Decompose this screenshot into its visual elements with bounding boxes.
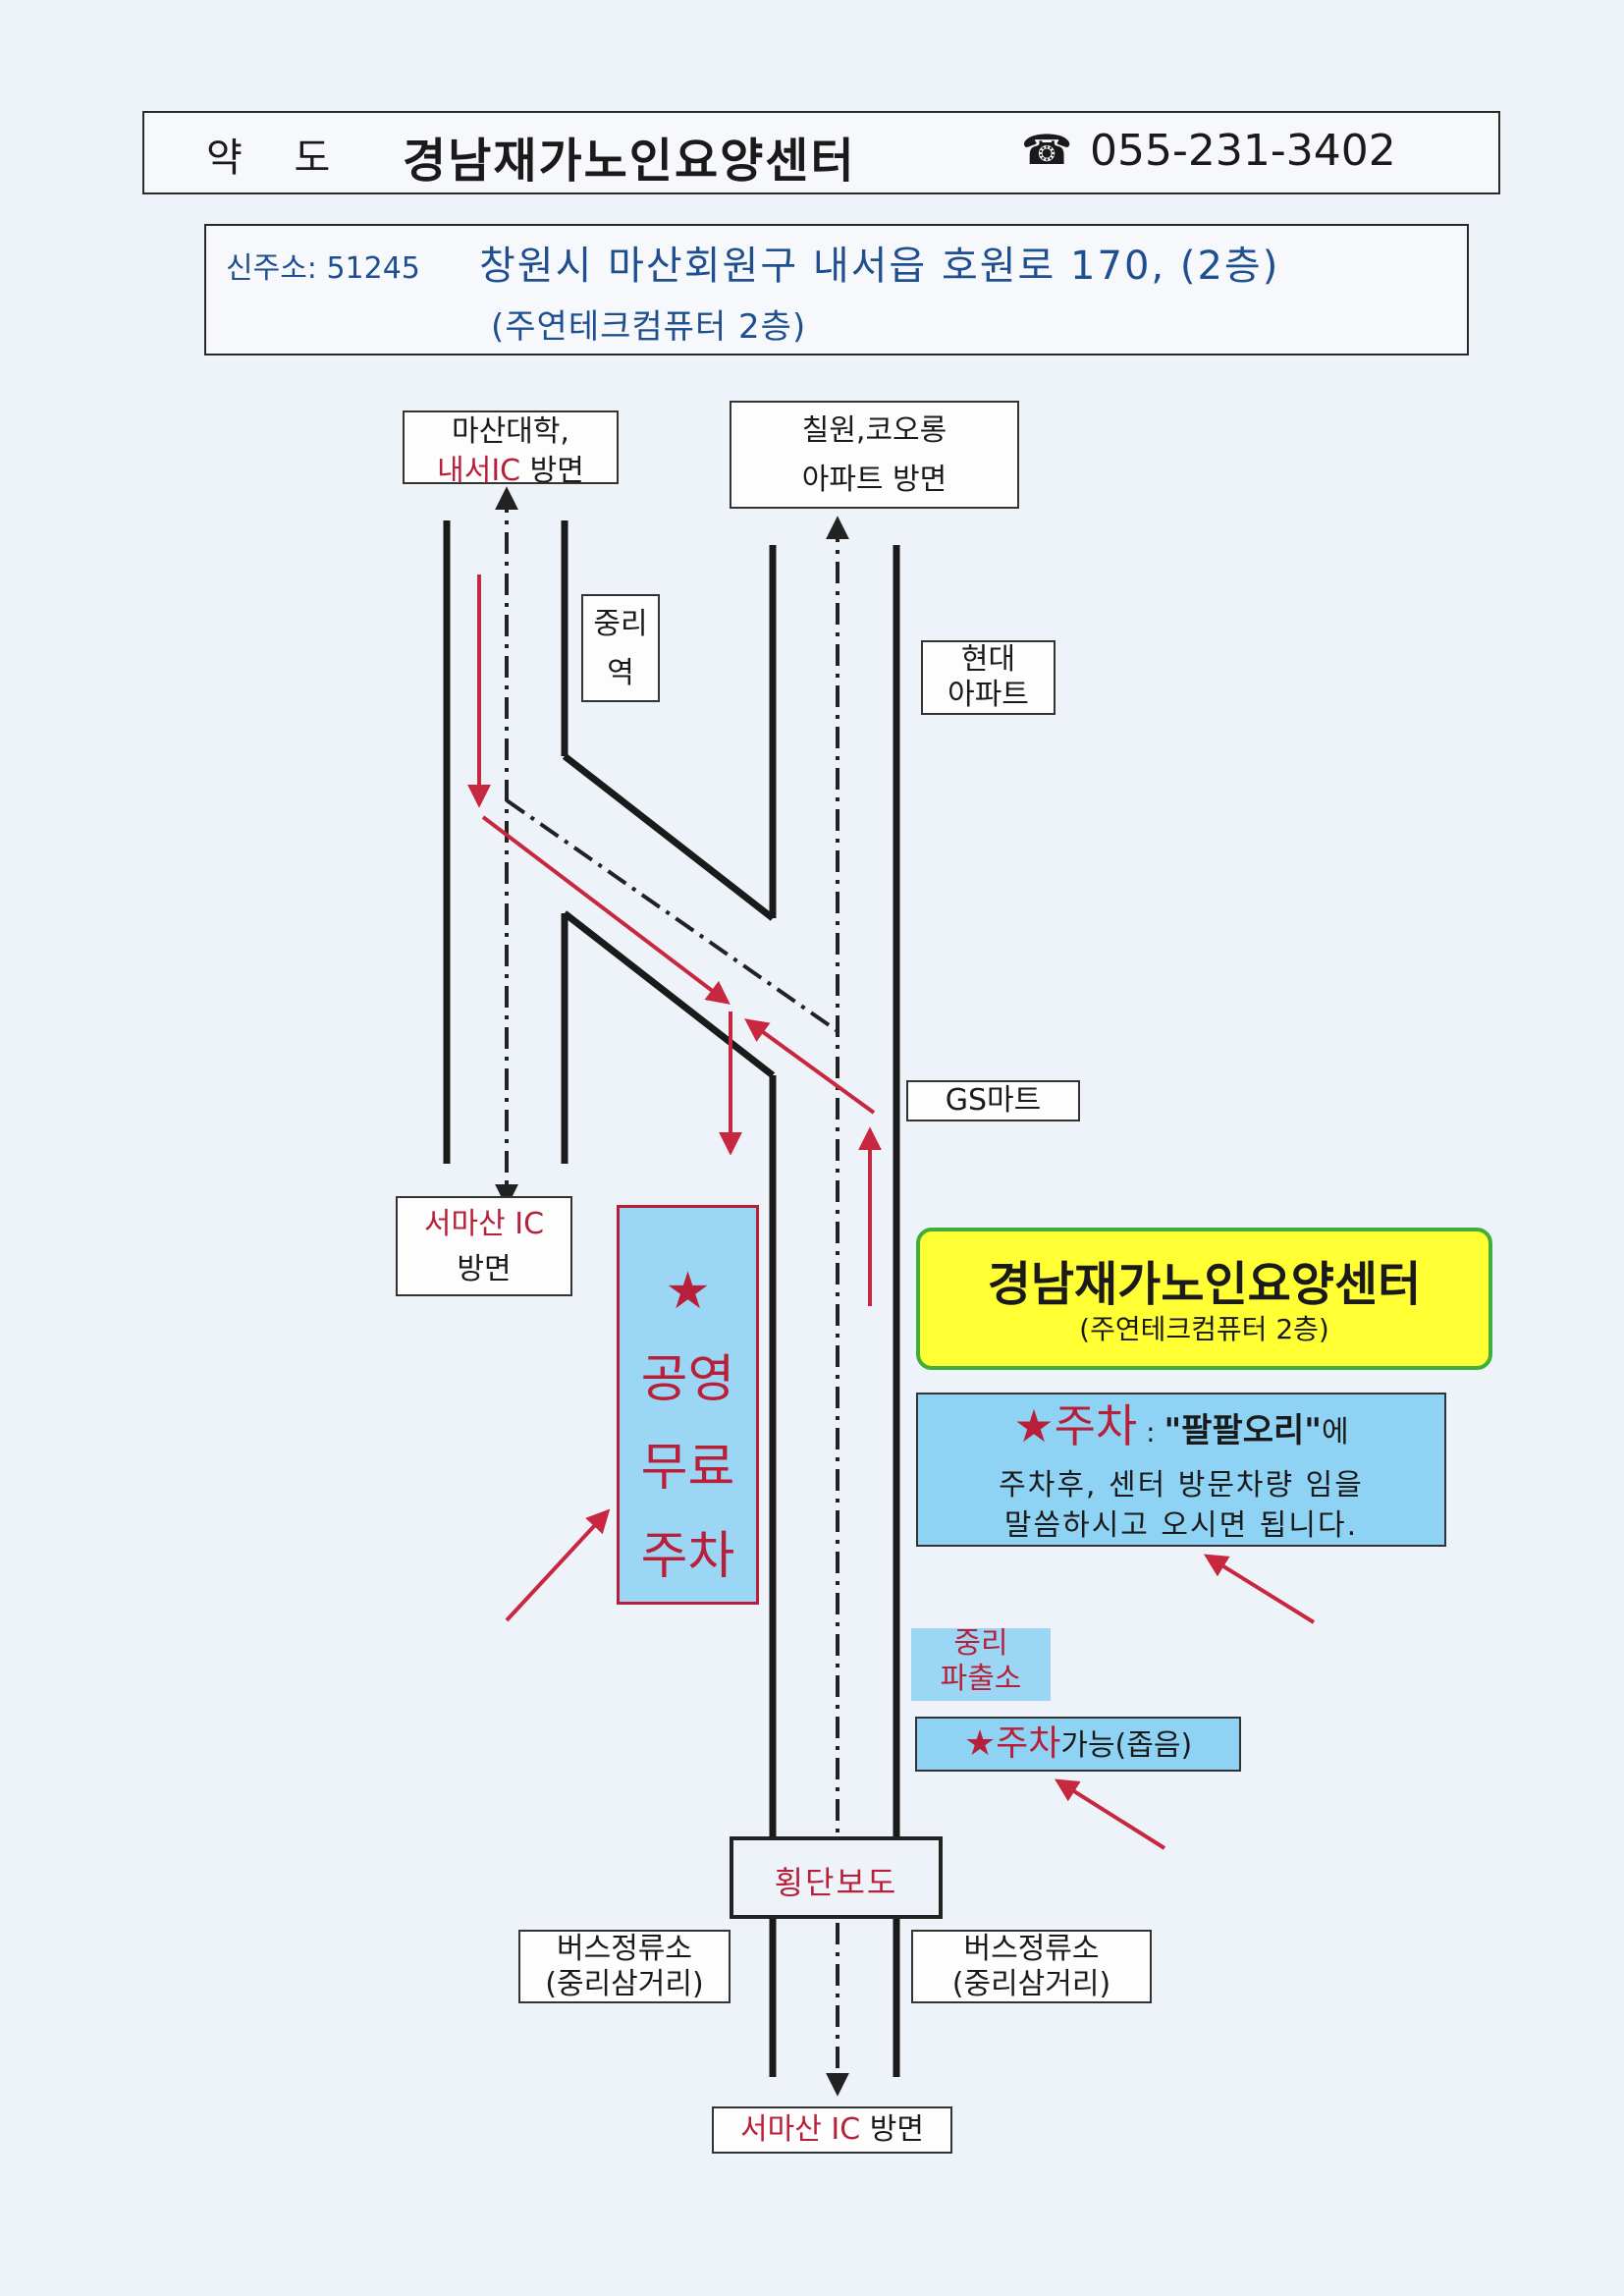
label-seomasan-line2: 방면: [457, 1252, 512, 1286]
route-arrow-diagonal-up: [744, 1018, 876, 1115]
address-label: 신주소: 51245: [226, 251, 420, 286]
label-seomasan-ic-bottom: 서마산 IC 방면: [712, 2106, 952, 2154]
label-station-line1: 중리: [593, 607, 648, 641]
parking-info-box: [916, 1393, 1446, 1547]
label-naeseo-ic: 내서IC: [437, 454, 521, 488]
small-parking-star: ★주차: [963, 1723, 1061, 1764]
address-main: 창원시 마산회원구 내서읍 호원로 170, (2층): [479, 244, 1280, 289]
connector-lower: [562, 910, 776, 1078]
label-bus-stop-left: 버스정류소 (중리삼거리): [518, 1930, 731, 2003]
title-label: 약 도: [206, 136, 351, 181]
public-parking-line2: 무료: [640, 1439, 735, 1498]
label-bus-left-line2: (중리삼거리): [545, 1967, 704, 2001]
center-highlight-box: [916, 1228, 1492, 1370]
small-parking-rest: 가능(좁음): [1060, 1728, 1193, 1763]
label-seomasan-line1: 서마산 IC: [423, 1207, 545, 1241]
label-masan-univ-line1: 마산대학,: [452, 414, 569, 449]
parking-colon: :: [1137, 1416, 1164, 1449]
label-seomasan-ic-left: 서마산 IC 방면: [396, 1196, 572, 1296]
label-hyundai-line2: 아파트: [947, 678, 1029, 712]
label-chilwon-line2: 아파트 방면: [801, 463, 947, 497]
label-chilwon: 칠원,코오롱 아파트 방면: [730, 401, 1019, 509]
label-bottom-red: 서마산 IC: [740, 2112, 861, 2147]
parking-place: "팔팔오리": [1164, 1411, 1323, 1450]
crosswalk-box: [730, 1836, 943, 1919]
address-box: [204, 224, 1469, 355]
label-chilwon-line1: 칠원,코오롱: [801, 413, 947, 448]
label-police-line1: 중리: [953, 1626, 1008, 1661]
public-parking-box: [617, 1205, 759, 1605]
parking-info-line3: 말씀하시고 오시면 됩니다.: [1003, 1508, 1359, 1543]
label-bottom-rest: 방면: [860, 2112, 924, 2147]
label-police: 중리 파출소: [911, 1626, 1051, 1697]
phone-icon: ☎: [1021, 126, 1073, 174]
pointer-public-parking: [505, 1508, 611, 1622]
label-police-line2: 파출소: [940, 1662, 1022, 1696]
label-hyundai-line1: 현대: [960, 642, 1016, 677]
route-arrow-diagonal-down: [481, 815, 731, 1005]
crosswalk-label: 횡단보도: [774, 1864, 898, 1901]
label-bus-left-line1: 버스정류소: [557, 1932, 692, 1966]
parking-star-label: ★주차: [1013, 1399, 1138, 1452]
police-box: [911, 1628, 1051, 1701]
label-bus-stop-right: 버스정류소 (중리삼거리): [911, 1930, 1152, 2003]
star-icon: ★: [665, 1262, 711, 1321]
small-parking-text: ★주차가능(좁음): [915, 1719, 1241, 1772]
label-masan-univ: 마산대학, 내서IC 방면: [403, 410, 619, 488]
title-center-name: 경남재가노인요양센터: [403, 134, 856, 189]
label-bus-right-line1: 버스정류소: [963, 1932, 1100, 1966]
label-hyundai-apt: 현대 아파트: [921, 640, 1056, 715]
pointer-small-parking: [1054, 1778, 1166, 1850]
parking-info-line2: 주차후, 센터 방문차량 임을: [999, 1468, 1364, 1503]
label-bus-right-line2: (중리삼거리): [951, 1967, 1111, 2001]
pointer-center-parking: [1203, 1554, 1316, 1624]
parking-info-line1: ★주차 : "팔팔오리"에: [916, 1398, 1446, 1460]
small-parking-box: [915, 1717, 1241, 1772]
label-jungri-station: 중리 역: [581, 594, 660, 702]
title-bar: [142, 111, 1500, 194]
connector-upper: [562, 753, 776, 921]
public-parking-line3: 주차: [640, 1527, 735, 1586]
label-direction: 방면: [520, 454, 584, 488]
label-station-line2: 역: [607, 656, 634, 690]
address-sub: (주연테크컴퓨터 2층): [491, 307, 807, 347]
public-parking-text: ★ 공영 무료 주차: [617, 1247, 759, 1601]
centerline-diagonal: [505, 798, 839, 1033]
parking-suffix: 에: [1322, 1415, 1349, 1449]
label-gs-mart: GS마트: [906, 1080, 1080, 1121]
phone-number[interactable]: 055-231-3402: [1090, 126, 1396, 176]
public-parking-line1: 공영: [640, 1350, 735, 1409]
center-name: 경남재가노인요양센터: [987, 1257, 1422, 1312]
center-building: (주연테크컴퓨터 2층): [1079, 1313, 1329, 1345]
